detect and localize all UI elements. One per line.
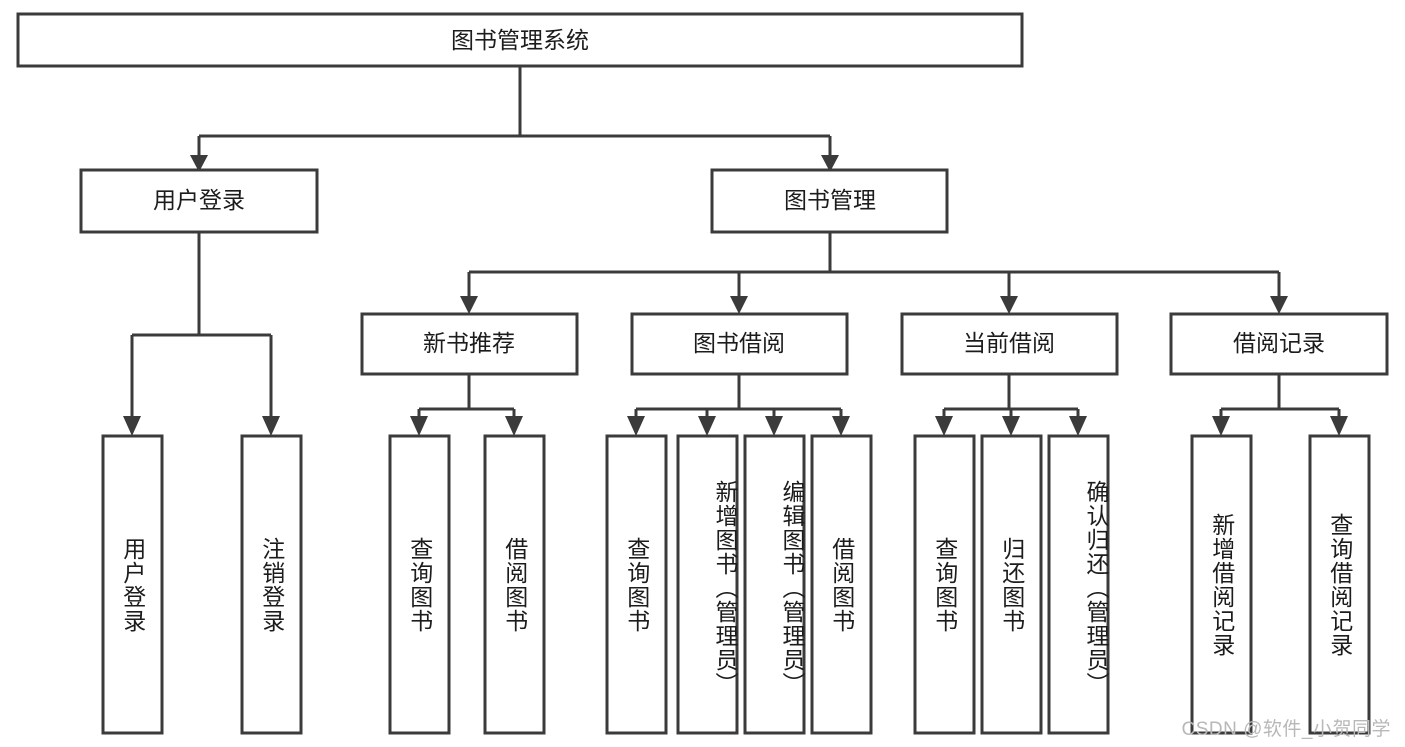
leaf-box-add-book[interactable] (676, 434, 739, 735)
edge-userlogin-bus (130, 232, 273, 420)
new-book-recommend-box[interactable] (360, 312, 579, 376)
leaf-box-edit-book[interactable] (743, 434, 806, 735)
node-current-borrow[interactable]: 当前借阅 (900, 312, 1119, 376)
leaf-box-add-record[interactable] (1190, 434, 1253, 735)
arrow-leaf-add-record (1212, 416, 1230, 436)
arrow-leaf-query-record (1330, 416, 1348, 436)
leaf-box-confirm-return[interactable] (1047, 434, 1110, 735)
leaf-box-user-login[interactable] (101, 434, 164, 735)
leaf-box-query-book-3[interactable] (913, 434, 976, 735)
connector-layer (123, 66, 1348, 436)
arrow-to-new-book-rec (460, 296, 478, 314)
leaf-box-query-record[interactable] (1308, 434, 1371, 735)
borrow-record-box[interactable] (1169, 312, 1389, 376)
arrow-leaf-add-book (698, 416, 716, 436)
edge-bookmgmt-bus (467, 232, 1281, 298)
csdn-watermark: CSDN @软件_小贺同学 (1181, 719, 1391, 740)
edge-borrowrecord-bus (1219, 374, 1341, 420)
node-borrow-record[interactable]: 借阅记录 (1169, 312, 1389, 376)
leaf-box-return-book[interactable] (980, 434, 1043, 735)
node-new-book-recommend[interactable]: 新书推荐 (360, 312, 579, 376)
arrow-leaf-edit-book (765, 416, 783, 436)
book-borrow-label: 图书借阅 (693, 330, 785, 356)
node-book-borrow[interactable]: 图书借阅 (630, 312, 849, 376)
book-management-label: 图书管理 (784, 187, 876, 213)
root-label: 图书管理系统 (451, 27, 589, 53)
node-user-login[interactable]: 用户登录 (79, 168, 319, 234)
arrow-leaf-logout (262, 416, 280, 436)
arrow-to-book-mgmt (821, 155, 839, 172)
arrow-to-current-borrow (1000, 296, 1018, 314)
book-management-box[interactable] (710, 168, 949, 234)
user-login-box[interactable] (79, 168, 319, 234)
node-root[interactable]: 图书管理系统 (16, 12, 1024, 68)
borrow-record-label: 借阅记录 (1233, 330, 1325, 356)
leaf-box-query-book-2[interactable] (605, 434, 668, 735)
arrow-leaf-borrow-book-1 (505, 416, 523, 436)
arrow-to-user-login (190, 155, 208, 172)
leaf-box-layer (101, 434, 1371, 735)
edge-root-bus (197, 66, 832, 158)
book-borrow-box[interactable] (630, 312, 849, 376)
leaf-box-query-book-1[interactable] (388, 434, 451, 735)
leaf-box-logout[interactable] (240, 434, 303, 735)
arrow-leaf-return-book (1002, 416, 1020, 436)
arrow-to-borrow-record (1270, 296, 1288, 314)
arrow-leaf-query-book-3 (935, 416, 953, 436)
arrow-leaf-confirm-return (1069, 416, 1087, 436)
leaf-box-borrow-book-1[interactable] (483, 434, 546, 735)
current-borrow-label: 当前借阅 (963, 330, 1055, 356)
current-borrow-box[interactable] (900, 312, 1119, 376)
new-book-recommend-label: 新书推荐 (423, 330, 515, 356)
edge-currentborrow-bus (942, 374, 1080, 420)
user-login-label: 用户登录 (153, 187, 245, 213)
edge-newbook-bus (417, 374, 516, 420)
edge-bookborrow-bus (634, 374, 843, 420)
leaf-box-borrow-book-2[interactable] (810, 434, 873, 735)
arrow-leaf-query-book-2 (627, 416, 645, 436)
node-book-management[interactable]: 图书管理 (710, 168, 949, 234)
arrow-leaf-query-book-1 (410, 416, 428, 436)
arrow-leaf-user-login (123, 416, 141, 436)
root-box[interactable] (16, 12, 1024, 68)
arrow-to-book-borrow (730, 296, 748, 314)
arrow-leaf-borrow-book-2 (832, 416, 850, 436)
